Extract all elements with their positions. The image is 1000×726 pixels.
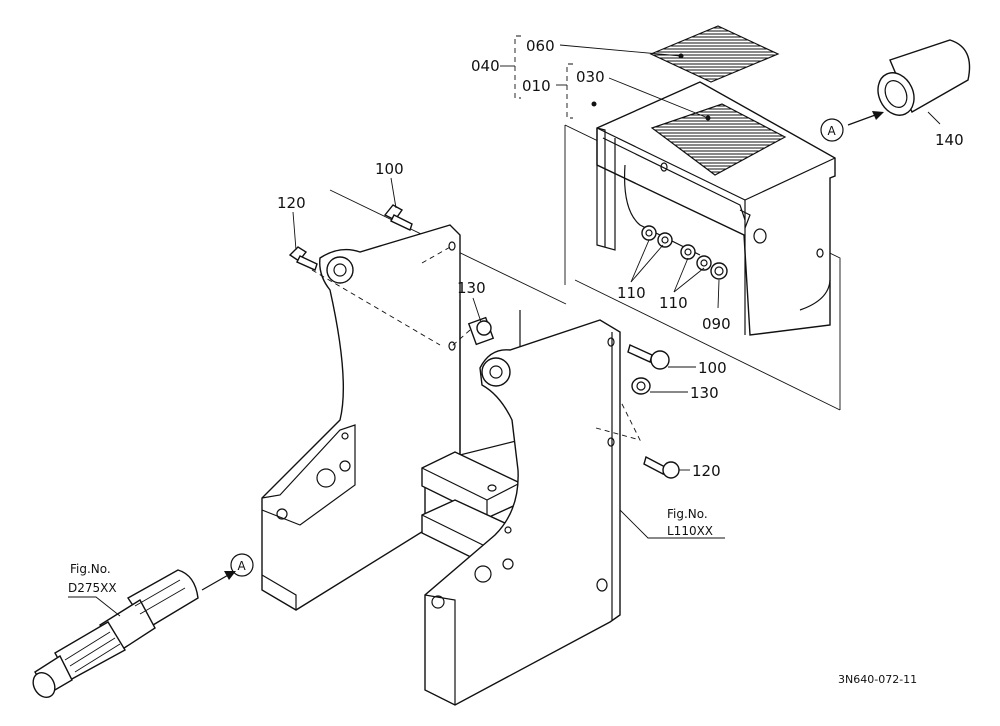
assembly-dash-lines [311, 35, 641, 441]
label-plate-060 [649, 25, 780, 83]
label-100-top: 100 [375, 160, 404, 178]
bolts-right [467, 316, 680, 479]
spline-shaft [32, 569, 199, 699]
label-130-top: 130 [457, 279, 486, 297]
drawing-number: 3N640-072-11 [838, 673, 917, 686]
label-110-right: 110 [659, 294, 688, 312]
label-140: 140 [935, 131, 964, 149]
sleeve-140 [877, 39, 971, 116]
figure-references: Fig.No. D275XX Fig.No. L110XX [68, 507, 713, 595]
label-110-left: 110 [617, 284, 646, 302]
label-120-right: 120 [692, 462, 721, 480]
label-plate-030 [650, 103, 787, 176]
leader-dots [591, 53, 711, 121]
label-030: 030 [576, 68, 605, 86]
right-side-plate [424, 319, 621, 706]
label-130-right: 130 [690, 384, 719, 402]
label-010: 010 [522, 77, 551, 95]
bolts-top [288, 204, 413, 271]
fig-left-code: D275XX [68, 581, 117, 595]
ref-circle-a-bottom [230, 553, 254, 577]
fig-right-code: L110XX [667, 524, 713, 538]
fig-right-title: Fig.No. [667, 507, 708, 521]
ref-circle-a-top [820, 118, 844, 142]
ref-a-top-text: A [828, 124, 837, 138]
part-labels: 040 060 010 030 140 100 120 130 110 110 … [277, 37, 964, 480]
label-060: 060 [526, 37, 555, 55]
leader-lines [68, 44, 941, 617]
direction-arrows [201, 111, 884, 591]
left-side-plate [261, 224, 521, 611]
washers-110-090 [641, 225, 728, 280]
label-plates [649, 25, 787, 176]
label-090: 090 [702, 315, 731, 333]
label-100-right: 100 [698, 359, 727, 377]
ref-a-bottom-text: A [238, 559, 247, 573]
label-040: 040 [471, 57, 500, 75]
cover-bracket-010 [596, 81, 836, 336]
reference-a-circles: A A [230, 118, 844, 577]
label-120-top: 120 [277, 194, 306, 212]
fig-left-title: Fig.No. [70, 562, 111, 576]
